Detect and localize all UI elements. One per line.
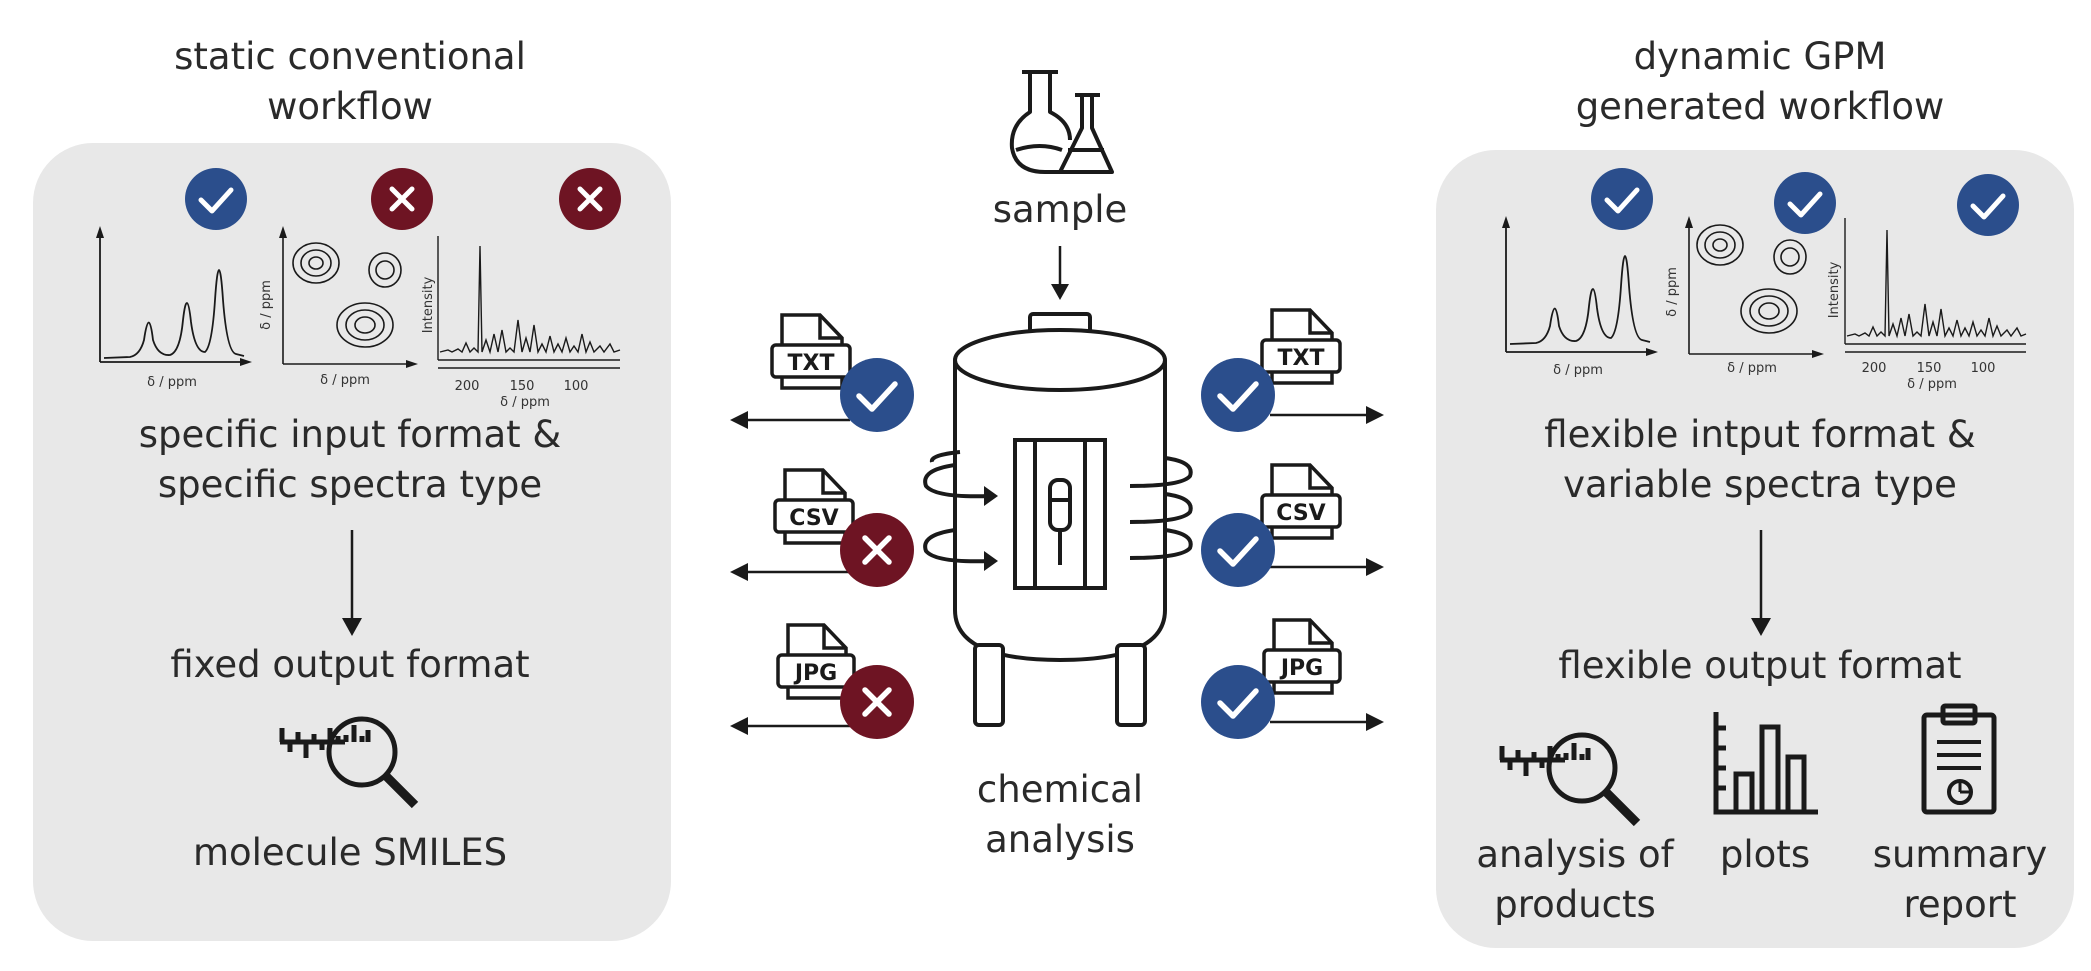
analysis-line1: chemical bbox=[976, 768, 1144, 811]
output-report-line2: report bbox=[1903, 883, 2017, 926]
left-workflow-panel bbox=[33, 143, 671, 941]
reactor-vessel-icon bbox=[953, 312, 1167, 727]
jpg-file-icon-right bbox=[1262, 618, 1342, 695]
csv-right-check-icon bbox=[1201, 513, 1275, 587]
left-input-line1: specific input format & bbox=[138, 413, 562, 456]
output-report-line1: summary bbox=[1872, 833, 2048, 876]
jpg-file-icon-left bbox=[776, 623, 856, 700]
sample-down-arrow-icon bbox=[1051, 246, 1069, 300]
left-output-label: fixed output format bbox=[170, 643, 530, 686]
jpg-label-left: JPG bbox=[793, 661, 837, 686]
txt-file-icon-left bbox=[770, 313, 852, 390]
right-input-line2: variable spectra type bbox=[1563, 463, 1957, 506]
jpg-right-check-icon bbox=[1201, 665, 1275, 739]
right-output-label: flexible output format bbox=[1558, 644, 1962, 687]
csv-file-icon-left bbox=[773, 468, 855, 545]
output-analysis-line1: analysis of bbox=[1476, 833, 1674, 876]
txt-file-icon-right bbox=[1260, 308, 1342, 385]
flask-icon bbox=[1009, 70, 1114, 174]
right-output-arrows bbox=[1270, 406, 1384, 731]
txt-left-check-icon bbox=[840, 358, 914, 432]
analysis-line2: analysis bbox=[985, 818, 1135, 861]
txt-label-left: TXT bbox=[788, 351, 835, 376]
jpg-label-right: JPG bbox=[1279, 656, 1323, 681]
sample-label: sample bbox=[992, 188, 1128, 231]
output-plots-label: plots bbox=[1719, 833, 1811, 876]
csv-label-right: CSV bbox=[1276, 501, 1325, 526]
txt-label-right: TXT bbox=[1278, 346, 1325, 371]
output-analysis-line2: products bbox=[1494, 883, 1656, 926]
csv-label-left: CSV bbox=[789, 506, 838, 531]
heating-coil-icon bbox=[923, 450, 1193, 571]
right-title-line1: dynamic GPM bbox=[1633, 35, 1887, 78]
left-title-line1: static conventional bbox=[174, 35, 526, 78]
csv-file-icon-right bbox=[1260, 463, 1342, 540]
right-title-line2: generated workflow bbox=[1575, 85, 1945, 128]
right-input-line1: flexible intput format & bbox=[1544, 413, 1976, 456]
left-input-line2: specific spectra type bbox=[157, 463, 543, 506]
left-result-label: molecule SMILES bbox=[192, 831, 508, 874]
txt-right-check-icon bbox=[1201, 358, 1275, 432]
left-output-arrows bbox=[730, 411, 850, 735]
left-title-line2: workflow bbox=[267, 85, 433, 128]
right-workflow-panel bbox=[1436, 150, 2074, 948]
csv-left-cross-icon bbox=[840, 513, 914, 587]
jpg-left-cross-icon bbox=[840, 665, 914, 739]
